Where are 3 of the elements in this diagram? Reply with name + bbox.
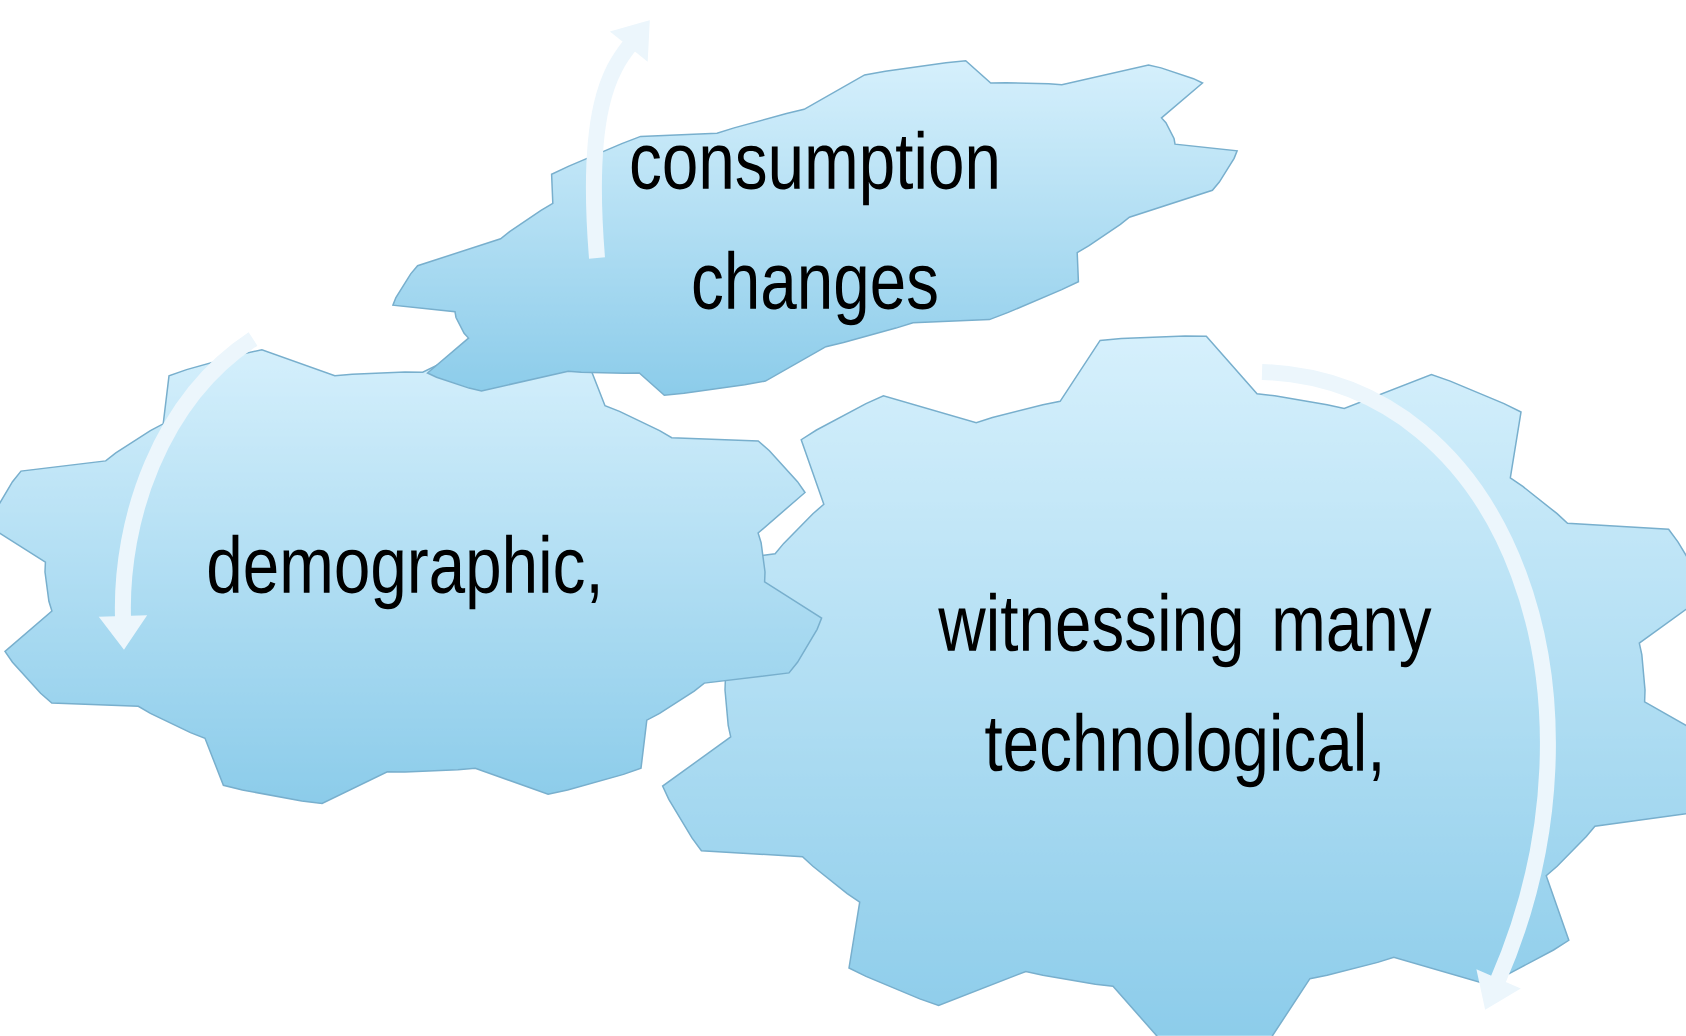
gear: witnessing many technological, xyxy=(648,335,1686,1036)
gear: consumption changes xyxy=(391,59,1239,397)
gear: demographic, xyxy=(0,339,823,805)
